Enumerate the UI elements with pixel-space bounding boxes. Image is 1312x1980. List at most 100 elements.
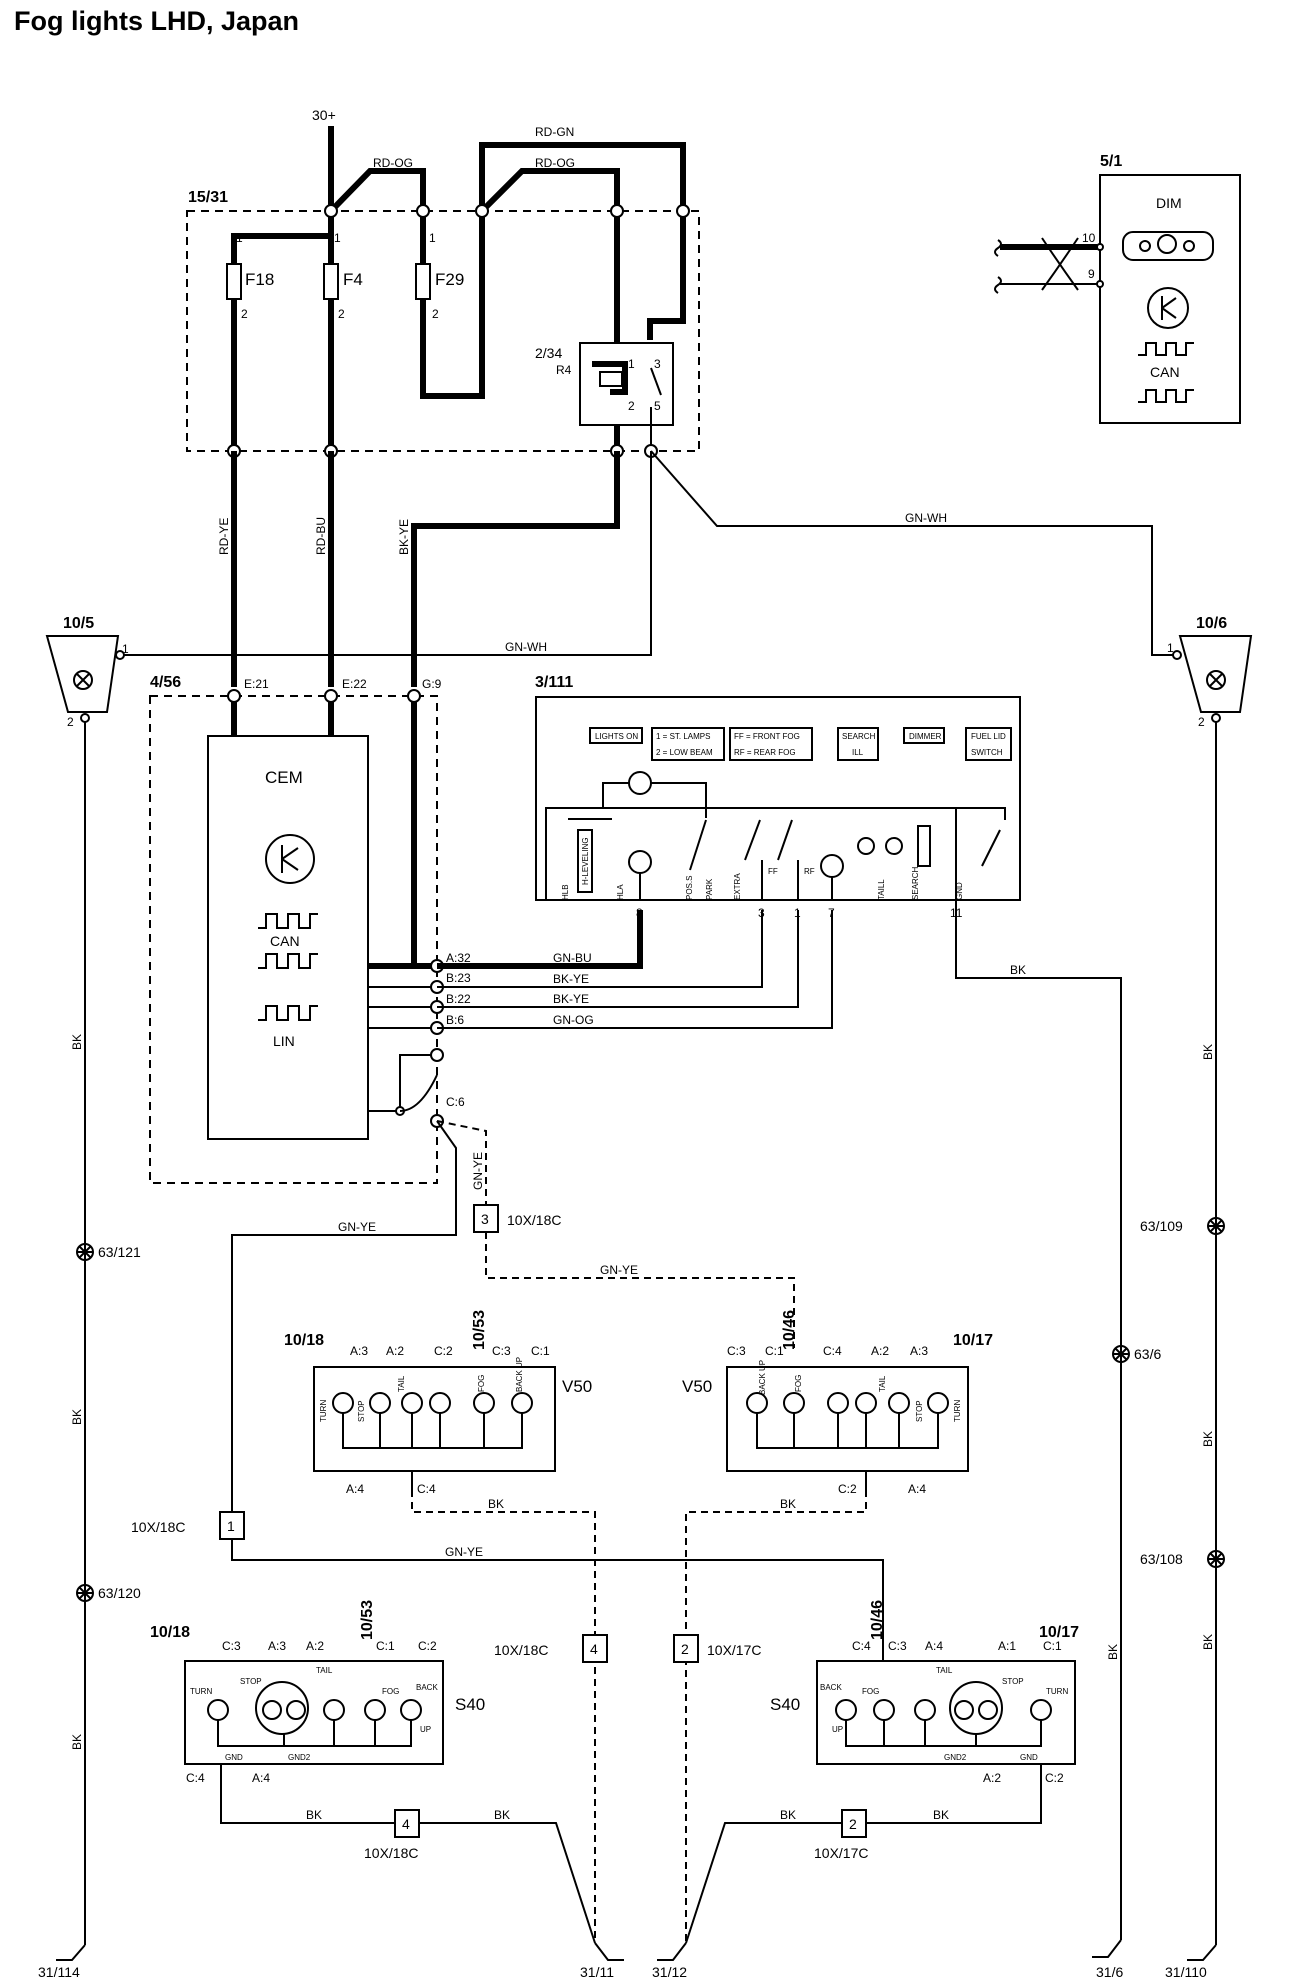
relay-pin-3: 3: [654, 357, 661, 371]
wire-label-gn-wh-right: GN-WH: [905, 511, 947, 525]
switch-label-rf: RF: [804, 867, 815, 876]
switch-id: 3/111: [535, 674, 573, 691]
wire-label-gn-ye-3: GN-YE: [600, 1263, 638, 1277]
switch-legend-st-lamps: 1 = ST. LAMPS: [656, 732, 710, 741]
fuse-box: 15/31: [186, 189, 700, 452]
wire-label-bk-right-2: BK: [1201, 1431, 1215, 1447]
s40-left-pin: C:3: [222, 1639, 241, 1653]
switch-contact: [777, 819, 793, 861]
bulb-icon: [914, 1699, 936, 1721]
bulb-icon: [888, 1392, 910, 1414]
connector-number: 1: [227, 1518, 235, 1534]
switch-internal-wire: [546, 782, 707, 818]
bulb-icon: [954, 1700, 974, 1720]
ground-icon: [1092, 1939, 1122, 1958]
switch-label-gnd: GND: [955, 882, 964, 900]
bk-wire-v50-right: [685, 1490, 867, 1943]
switch-legend-box: [903, 727, 945, 744]
switch-led-icon: [820, 854, 844, 878]
lamp-label-turn: TURN: [953, 1400, 962, 1422]
bulb-icon: [1030, 1699, 1052, 1721]
light-switch: 3/111 LIGHTS ON 1 = ST. LAMPS 2 = LOW BE…: [535, 674, 1021, 920]
switch-label-taill: TAILL: [877, 879, 886, 900]
s40-left-pin: C:4: [186, 1771, 205, 1785]
s40-left-id-2: 10/53: [359, 1600, 376, 1640]
gn-bu-wire: [437, 910, 643, 969]
dim-pin-dot: [1096, 243, 1104, 251]
wire-label-rd-ye: RD-YE: [217, 518, 231, 555]
lamp-label-stop: STOP: [357, 1400, 366, 1422]
s40-right-pin: A:1: [998, 1639, 1016, 1653]
switch-pin-3: 3: [758, 906, 765, 920]
cem-pin-e21: E:21: [244, 677, 269, 691]
wire-label-bk-right-1: BK: [1201, 1044, 1215, 1060]
dim-name: DIM: [1156, 195, 1182, 211]
cem-pin-g9: G:9: [422, 677, 442, 691]
splice-label: 63/121: [98, 1244, 141, 1260]
fuse-f4: F4 1 2: [323, 231, 363, 451]
bulb-icon: [927, 1392, 949, 1414]
s40-right-pin: A:4: [925, 1639, 943, 1653]
fuse-f18-pin-1: 1: [236, 231, 243, 245]
fog-lamp-left: 10/5 1 2: [45, 615, 129, 729]
s40-left-lamp-cluster: 10/18 10/53 S40 C:3 A:3 A:2 C:1 C:2 C:4 …: [150, 1600, 485, 1785]
connector-number: 2: [681, 1641, 689, 1657]
bulb-cross: [76, 673, 90, 687]
cem-pin-node: [407, 689, 421, 703]
connector-label: 10X/17C: [814, 1845, 868, 1861]
splice-label: 63/6: [1134, 1346, 1161, 1362]
relay-r4-contact: [650, 367, 662, 396]
switch-legend-fuel-lid: FUEL LID: [971, 732, 1006, 741]
v50-right-internal: [756, 1413, 939, 1449]
cem-can-label: CAN: [270, 933, 300, 949]
fuse-f29-pin-1: 1: [429, 231, 436, 245]
wire-label-bk-right-3: BK: [1201, 1634, 1215, 1650]
v50-right-pin: C:3: [727, 1344, 746, 1358]
s40-left-label-back: BACK: [416, 1683, 438, 1692]
connector-number: 4: [590, 1641, 598, 1657]
pin-dot: [115, 650, 125, 660]
switch-legend-low-beam: 2 = LOW BEAM: [656, 748, 713, 757]
f18-feed: [231, 233, 331, 264]
fog-lamp-left-id: 10/5: [63, 615, 94, 632]
ground-label: 31/11: [580, 1964, 614, 1980]
can-wave-bottom: [258, 953, 318, 969]
relay-name: R4: [556, 363, 572, 377]
bulb-icon: [473, 1392, 495, 1414]
wire-label-gn-bu: GN-BU: [553, 951, 592, 965]
relay-r4-coil-wire: [592, 361, 628, 395]
switch-led-icon: [628, 771, 652, 795]
fuse-f29-label: F29: [435, 270, 464, 289]
s40-right-label-gnd2: GND2: [944, 1753, 967, 1762]
cem-pin-e22: E:22: [342, 677, 367, 691]
wire-label-bk: BK: [780, 1808, 796, 1822]
s40-right-label-up: UP: [832, 1725, 843, 1734]
dim-gauge: [1139, 240, 1151, 252]
switch-legend-ill: ILL: [852, 748, 864, 757]
transistor-icon: [1147, 287, 1189, 329]
v50-left-pin: A:2: [386, 1344, 404, 1358]
gn-ye-wire-main: [231, 1120, 457, 1512]
switch-legend-front-fog: FF = FRONT FOG: [734, 732, 800, 741]
wire-label-gn-og: GN-OG: [553, 1013, 594, 1027]
bk-ye-wire-1: [437, 910, 763, 988]
cem-pin-b22: B:22: [446, 992, 471, 1006]
connector-label: 10X/18C: [494, 1642, 548, 1658]
gn-wh-wire-right: [650, 450, 1173, 656]
s40-left-label-up: UP: [420, 1725, 431, 1734]
s40-right-pin: A:2: [983, 1771, 1001, 1785]
bulb-icon: [855, 1392, 877, 1414]
cem-pin-b6: B:6: [446, 1013, 464, 1027]
splice-cross: [1113, 1346, 1129, 1362]
switch-label-hla: HLA: [616, 884, 625, 900]
connector-label: 10X/18C: [364, 1845, 418, 1861]
connector-label: 10X/18C: [507, 1212, 561, 1228]
splice-cross: [1208, 1551, 1224, 1567]
gn-wh-wire-left: [123, 451, 652, 656]
v50-right-pin: A:2: [871, 1344, 889, 1358]
fog-lamp-left-pin-2: 2: [67, 715, 74, 729]
fuse-f29-pin-2: 2: [432, 307, 439, 321]
s40-right-label-back: BACK: [820, 1683, 842, 1692]
lamp-label-tail: TAIL: [878, 1375, 887, 1392]
rd-og-wire-1: [328, 168, 426, 214]
